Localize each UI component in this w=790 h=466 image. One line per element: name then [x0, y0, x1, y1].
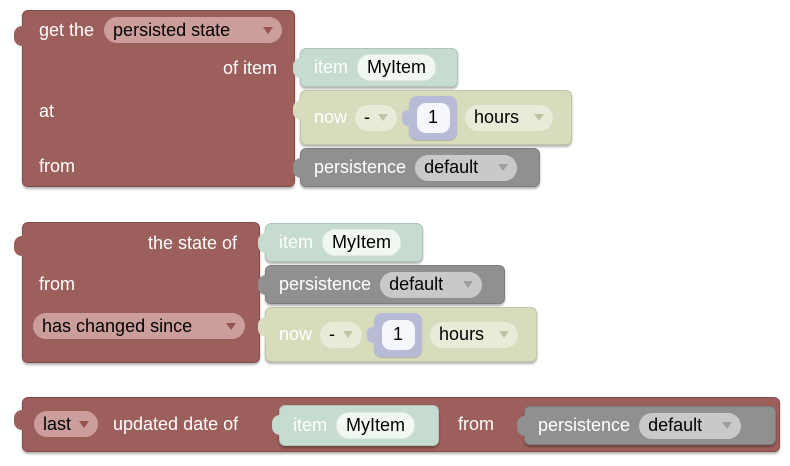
chevron-down-icon — [226, 322, 236, 330]
chevron-down-icon — [498, 164, 509, 171]
item-label: item — [314, 57, 349, 77]
item-name-field[interactable]: MyItem — [336, 412, 416, 439]
from-label: from — [39, 274, 75, 294]
chevron-down-icon — [343, 331, 354, 338]
input-connector-icon — [293, 158, 302, 178]
operator-dropdown[interactable]: - — [355, 104, 398, 131]
block-last-updated-date[interactable]: last updated date of item MyItem from pe… — [14, 397, 780, 452]
item-block[interactable]: item MyItem — [293, 48, 458, 87]
number-shadow-block[interactable]: 1 — [367, 312, 423, 357]
chevron-down-icon — [534, 114, 545, 121]
persistence-service-dropdown[interactable]: default — [380, 271, 483, 298]
persistence-service-dropdown[interactable]: default — [639, 412, 742, 439]
persistence-service-dropdown-value: default — [389, 274, 444, 294]
of-item-label: of item — [222, 58, 277, 78]
persistence-service-dropdown-value: default — [424, 157, 479, 177]
chevron-down-icon — [463, 281, 474, 288]
persistence-block[interactable]: persistence default — [293, 148, 540, 187]
units-dropdown[interactable]: hours — [430, 321, 519, 348]
output-connector-icon — [14, 410, 24, 430]
get-the-label: get the — [39, 19, 95, 40]
number-field[interactable]: 1 — [381, 319, 415, 350]
number-connector-icon — [402, 109, 411, 126]
chevron-down-icon — [79, 420, 89, 428]
input-connector-icon — [258, 233, 267, 253]
operator-dropdown[interactable]: - — [320, 321, 363, 348]
input-connector-icon — [517, 416, 526, 436]
ordinal-dropdown-value: last — [43, 413, 72, 434]
units-dropdown-value: hours — [474, 107, 520, 127]
from-label: from — [39, 156, 75, 176]
persistence-block[interactable]: persistence default — [517, 406, 776, 445]
condition-dropdown-value: has changed since — [42, 315, 193, 336]
units-dropdown-value: hours — [439, 324, 485, 344]
output-connector-icon — [14, 236, 24, 256]
now-label: now — [314, 107, 348, 127]
condition-dropdown[interactable]: has changed since — [33, 313, 245, 339]
datetime-now-block[interactable]: now - 1 hours — [258, 307, 537, 362]
input-connector-icon — [258, 275, 267, 295]
input-connector-icon — [293, 100, 302, 120]
persistence-service-dropdown-value: default — [648, 415, 703, 435]
state-type-dropdown-value: persisted state — [113, 19, 231, 40]
operator-dropdown-value: - — [329, 324, 336, 344]
chevron-down-icon — [378, 114, 389, 121]
persistence-label: persistence — [314, 157, 407, 177]
at-label: at — [39, 101, 55, 121]
ordinal-dropdown[interactable]: last — [34, 411, 98, 437]
input-connector-icon — [293, 58, 302, 78]
item-block[interactable]: item MyItem — [258, 223, 423, 262]
the-state-of-label: the state of — [147, 233, 237, 253]
number-connector-icon — [367, 326, 376, 343]
number-shadow-block[interactable]: 1 — [402, 95, 458, 140]
state-type-dropdown[interactable]: persisted state — [104, 17, 283, 43]
item-name-field[interactable]: MyItem — [357, 54, 437, 81]
persistence-service-dropdown[interactable]: default — [415, 154, 518, 181]
chevron-down-icon — [499, 331, 510, 338]
units-dropdown[interactable]: hours — [465, 104, 554, 131]
now-label: now — [279, 324, 313, 344]
item-label: item — [293, 415, 328, 435]
operator-dropdown-value: - — [364, 107, 371, 127]
item-name-field[interactable]: MyItem — [322, 229, 402, 256]
output-connector-icon — [14, 26, 24, 46]
from-label: from — [458, 414, 494, 434]
item-label: item — [279, 232, 314, 252]
input-connector-icon — [258, 317, 267, 337]
input-connector-icon — [272, 415, 281, 435]
block-state-has-changed[interactable]: the state of from has changed since — [14, 222, 260, 363]
chevron-down-icon — [722, 422, 733, 429]
updated-date-of-label: updated date of — [113, 414, 239, 434]
block-get-persisted-state[interactable]: get the persisted state of item at from — [14, 10, 295, 187]
chevron-down-icon — [263, 26, 274, 34]
persistence-block[interactable]: persistence default — [258, 265, 505, 304]
datetime-now-block[interactable]: now - 1 hours — [293, 90, 572, 145]
persistence-label: persistence — [538, 415, 631, 435]
persistence-label: persistence — [279, 274, 372, 294]
number-field[interactable]: 1 — [416, 102, 450, 133]
item-block[interactable]: item MyItem — [272, 405, 439, 446]
